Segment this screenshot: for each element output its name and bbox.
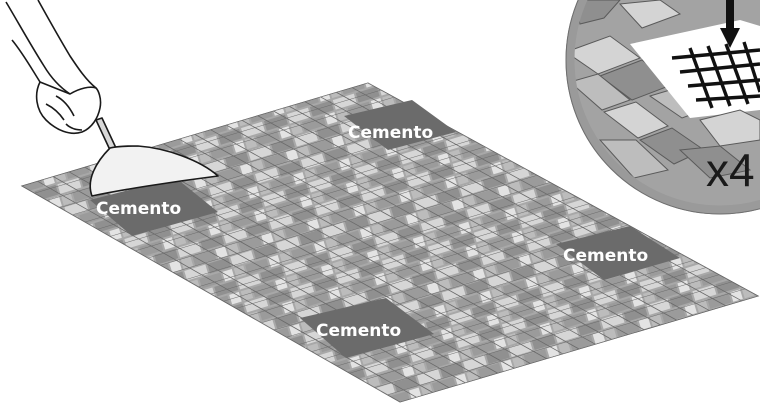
down-arrow-icon xyxy=(720,0,740,48)
inset-multiplier: x4 xyxy=(706,144,755,196)
cement-label-3: Cemento xyxy=(563,246,648,266)
cement-label-4: Cemento xyxy=(316,321,401,341)
cement-patch-1: Cemento xyxy=(344,100,456,150)
cement-label-2: Cemento xyxy=(96,199,181,219)
cement-patch-2: Cemento xyxy=(90,178,218,236)
cement-patch-3: Cemento xyxy=(556,226,680,280)
mesh-grid-icon xyxy=(671,41,760,109)
hand-with-trowel-icon xyxy=(5,0,219,197)
cement-label-1: Cemento xyxy=(348,123,433,143)
cement-patch-4: Cemento xyxy=(300,298,434,358)
detail-inset: x4 xyxy=(565,0,760,215)
